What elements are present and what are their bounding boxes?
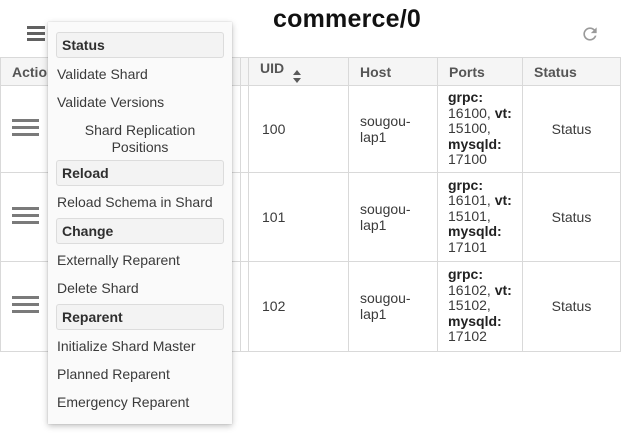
tablet-ports: grpc: 16101, vt: 15101, mysqld: 17101 xyxy=(437,171,523,262)
menu-item-externally-reparent[interactable]: Externally Reparent xyxy=(57,252,180,268)
tablet-host: sougou-lap1 xyxy=(348,85,438,173)
tablet-actions-menu-icon[interactable] xyxy=(12,118,39,136)
tablet-status-link[interactable]: Status xyxy=(522,171,621,262)
menu-section-change: Change xyxy=(56,218,224,244)
tablet-host: sougou-lap1 xyxy=(348,171,438,262)
tablet-host: sougou-lap1 xyxy=(348,260,438,352)
tablet-ports: grpc: 16100, vt: 15100, mysqld: 17100 xyxy=(437,85,523,173)
column-header-status: Status xyxy=(522,57,621,86)
menu-item-validate-shard[interactable]: Validate Shard xyxy=(57,66,148,82)
tablet-uid: 102 xyxy=(248,260,349,352)
menu-section-reparent: Reparent xyxy=(56,304,224,330)
menu-item-validate-versions[interactable]: Validate Versions xyxy=(57,94,165,110)
tablet-status-link[interactable]: Status xyxy=(522,85,621,173)
shard-menu-icon[interactable] xyxy=(27,26,45,41)
menu-item-planned-reparent[interactable]: Planned Reparent xyxy=(57,366,170,382)
menu-section-status: Status xyxy=(56,32,224,58)
column-header-host: Host xyxy=(348,57,438,86)
menu-item-reload-schema-in-shard[interactable]: Reload Schema in Shard xyxy=(57,194,213,210)
tablet-uid: 100 xyxy=(248,85,349,173)
menu-item-initialize-shard-master[interactable]: Initialize Shard Master xyxy=(57,338,196,354)
menu-item-shard-replication-positions[interactable]: Shard Replication Positions xyxy=(84,122,196,155)
menu-item-emergency-reparent[interactable]: Emergency Reparent xyxy=(57,394,190,410)
menu-item-delete-shard[interactable]: Delete Shard xyxy=(57,280,139,296)
column-header-uid[interactable]: UID xyxy=(248,57,349,86)
menu-section-reload: Reload xyxy=(56,160,224,186)
tablet-status-link[interactable]: Status xyxy=(522,260,621,352)
page-title: commerce/0 xyxy=(273,5,421,33)
refresh-icon[interactable] xyxy=(580,24,600,44)
sort-icon[interactable] xyxy=(293,70,302,83)
tablet-uid: 101 xyxy=(248,171,349,262)
tablet-actions-menu-icon[interactable] xyxy=(12,206,39,224)
column-header-spacer xyxy=(240,57,249,86)
table-row: 101 sougou-lap1 grpc: 16101, vt: 15101, … xyxy=(0,171,621,262)
shard-actions-dropdown: Status Validate Shard Validate Versions … xyxy=(48,22,232,424)
column-header-ports: Ports xyxy=(437,57,523,86)
tablet-ports: grpc: 16102, vt: 15102, mysqld: 17102 xyxy=(437,260,523,352)
tablet-actions-menu-icon[interactable] xyxy=(12,296,39,313)
